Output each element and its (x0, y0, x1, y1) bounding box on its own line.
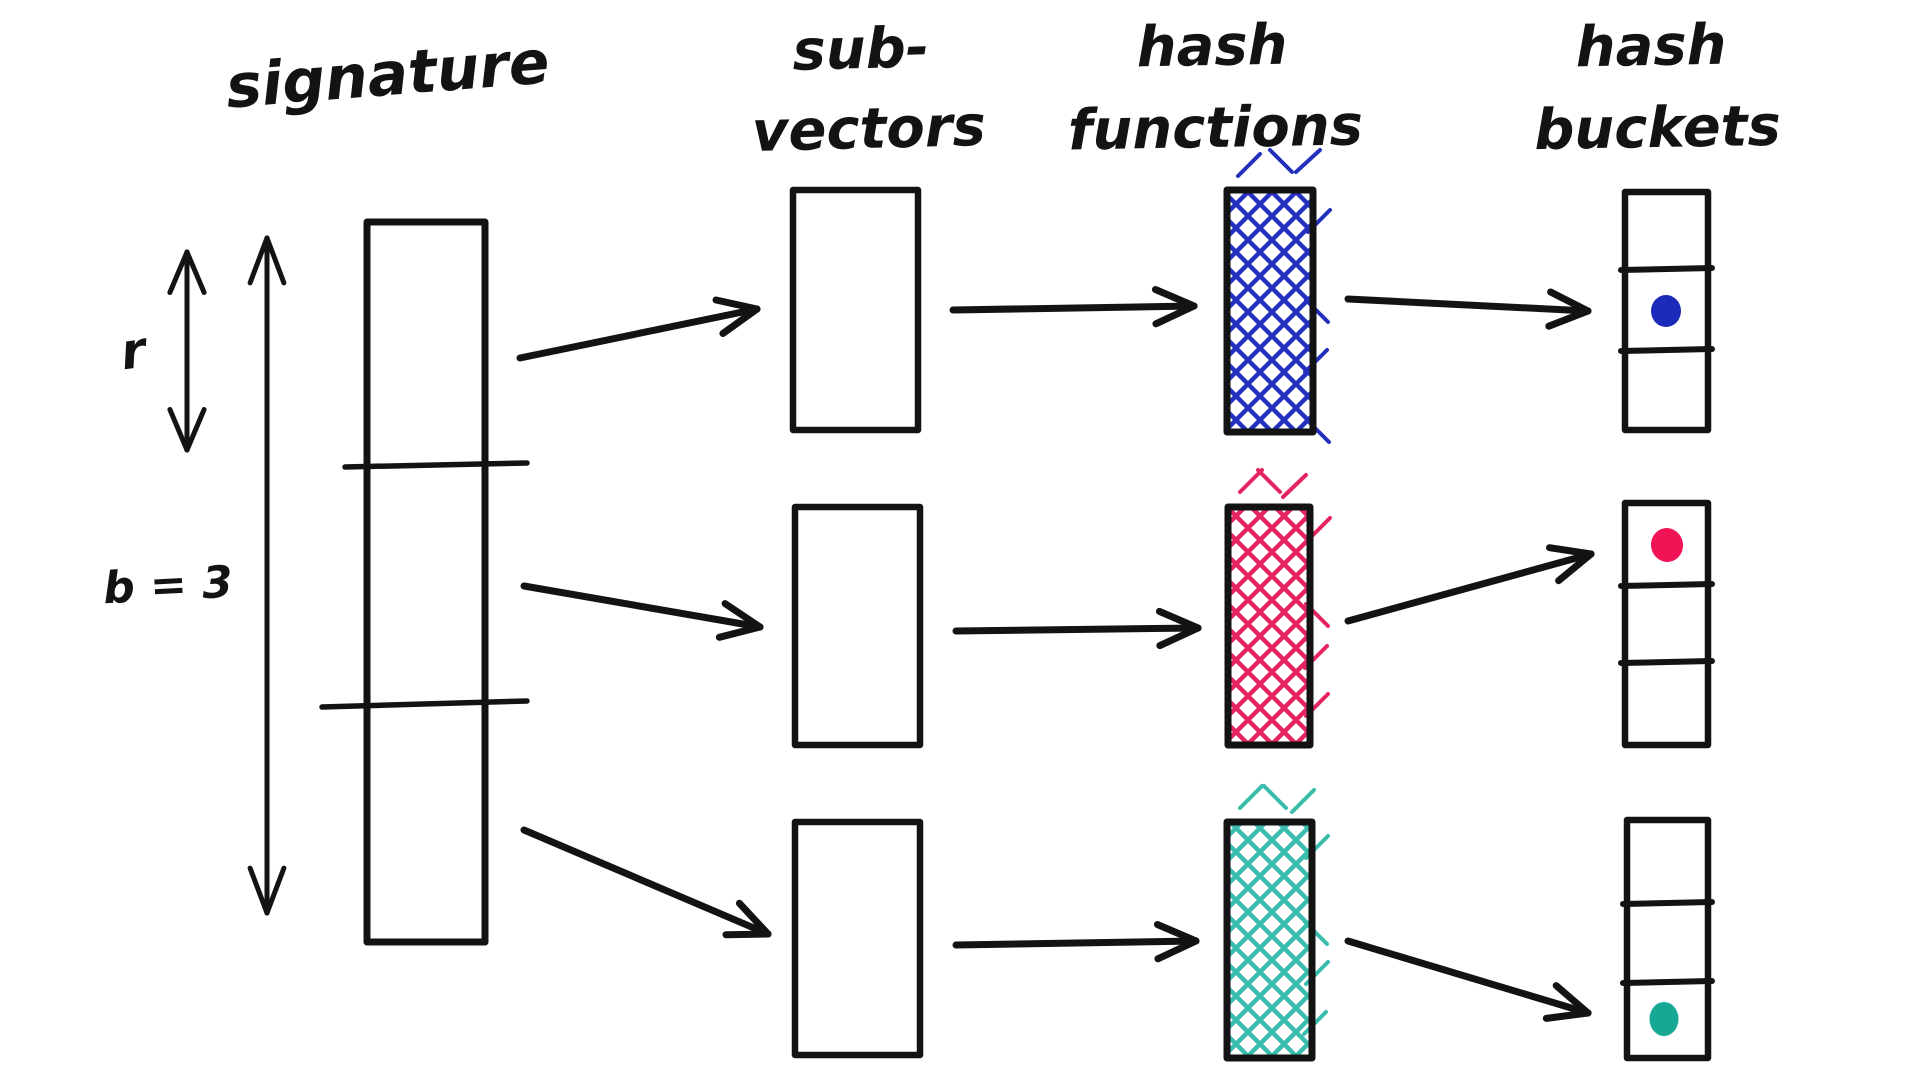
arrow-signature-to-subvector-3 (520, 826, 772, 938)
hash-buckets-label-line2: buckets (1534, 94, 1782, 163)
arrowhead (1547, 288, 1592, 315)
subvectors-column-label: sub- vectors (751, 15, 986, 165)
arrowhead (167, 249, 190, 295)
arrowhead (1555, 550, 1595, 585)
arrow-hashfn-to-bucket-1 (1344, 295, 1592, 315)
hash-buckets-column-label: hash buckets (1534, 13, 1782, 163)
arrowhead (247, 235, 270, 286)
bands-count-label: b = 3 (102, 557, 234, 615)
hash-function-box-1 (1223, 148, 1332, 444)
arrowhead (1156, 624, 1202, 650)
arrow-hashfn-to-bucket-3 (1344, 937, 1592, 1017)
bucket-1-cell-divider-1 (1618, 265, 1715, 273)
band-divider-2 (319, 698, 530, 710)
arrowhead (1546, 544, 1595, 558)
subvectors-label-line2: vectors (751, 94, 986, 165)
band-divider-1 (342, 460, 530, 470)
arrow-subvector-to-hashfn-2 (952, 624, 1202, 635)
arrow-subvector-to-hashfn-3 (952, 937, 1200, 949)
subvector-box-2 (791, 503, 924, 749)
band-row-2 (520, 468, 1715, 749)
arrowhead (167, 407, 190, 453)
arrowhead (1542, 1009, 1592, 1022)
hash-bucket-1 (1618, 188, 1715, 434)
subvector-box-1 (789, 186, 922, 434)
signature-box (363, 218, 489, 946)
arrowhead (1545, 307, 1592, 330)
column-headers: signature sub- vectors hash functions ha… (223, 13, 1782, 165)
hash-function-crosshatch-blue (1223, 186, 1317, 436)
arrow-hashfn-to-bucket-2 (1344, 550, 1595, 625)
arrowhead (1152, 302, 1198, 328)
bucket-3-cell-divider-2 (1620, 978, 1715, 986)
band-row-1 (516, 148, 1715, 444)
bucket-3-cell-divider-1 (1620, 899, 1715, 907)
hash-bucket-2 (1618, 499, 1715, 749)
bucket-1-cell-divider-2 (1618, 346, 1715, 354)
arrowhead (264, 235, 287, 286)
arrowhead (184, 407, 207, 453)
arrowhead (735, 899, 772, 938)
bucket-2-cell-divider-2 (1618, 658, 1715, 666)
arrowhead (715, 623, 764, 641)
band-row-3 (520, 784, 1715, 1062)
arrow-subvector-to-hashfn-1 (949, 302, 1198, 314)
subvectors-label-line1: sub- (792, 15, 930, 84)
rows-per-band-label: r (117, 320, 153, 381)
arrowhead (1154, 937, 1200, 963)
signature-matrix (319, 218, 530, 946)
hash-function-box-3 (1223, 784, 1330, 1062)
hash-function-box-2 (1224, 468, 1332, 749)
arrowhead (719, 305, 761, 337)
arrowhead (247, 865, 270, 916)
bucket-dot-teal (1649, 1002, 1679, 1036)
arrowhead (722, 930, 772, 939)
subvector-box-3 (791, 818, 924, 1059)
arrowhead (721, 600, 764, 631)
arrowhead (712, 296, 761, 313)
hash-function-crosshatch-pink (1224, 503, 1314, 749)
hash-buckets-label-line1: hash (1575, 13, 1727, 81)
hash-functions-column-label: hash functions (1067, 13, 1363, 164)
bucket-dot-blue (1651, 295, 1681, 327)
arrowhead (184, 249, 207, 295)
hash-function-crosshatch-teal (1223, 818, 1316, 1062)
arrowhead (1552, 982, 1592, 1017)
bucket-2-cell-divider-1 (1618, 581, 1715, 589)
arrow-signature-to-subvector-1 (516, 305, 761, 362)
hash-bucket-3 (1620, 816, 1715, 1062)
band-annotations: r b = 3 (102, 235, 287, 916)
signature-column-label: signature (223, 27, 552, 122)
arrowhead (1153, 921, 1200, 945)
arrowhead (264, 865, 287, 916)
arrow-signature-to-subvector-2 (520, 582, 764, 631)
arrowhead (1155, 607, 1202, 632)
bucket-dot-pink (1650, 528, 1684, 562)
hash-functions-label-line1: hash (1136, 13, 1288, 81)
hash-functions-label-line2: functions (1067, 93, 1363, 163)
arrowhead (1151, 286, 1198, 310)
